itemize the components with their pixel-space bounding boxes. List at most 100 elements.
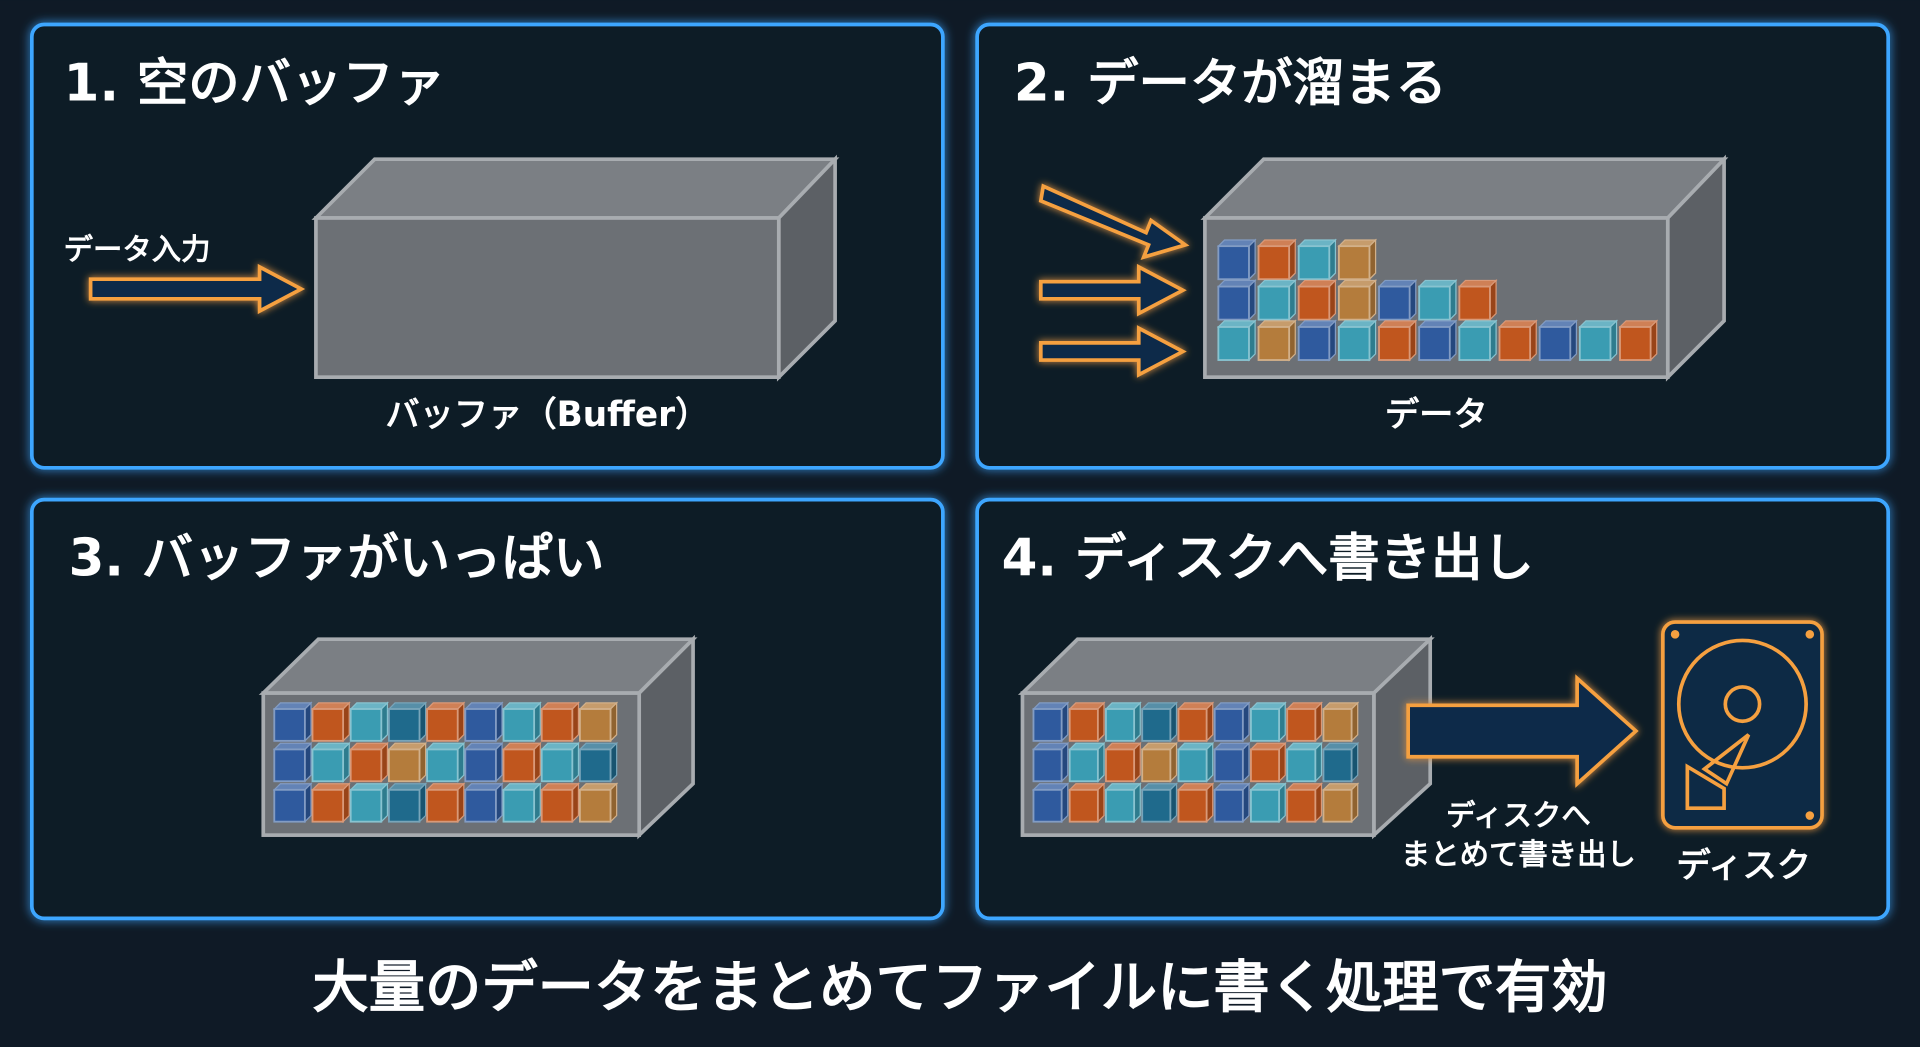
buffer-label: バッファ（Buffer） [385,395,709,435]
buffer-box [258,634,698,840]
data-blocks [1216,238,1659,362]
data-block [1538,319,1578,362]
data-block [578,701,619,743]
data-block [1068,701,1106,743]
data-block [387,782,428,824]
data-block [311,741,351,783]
footer-caption: 大量のデータをまとめてファイルに書く処理で有効 [312,956,1607,1021]
data-block [540,741,580,783]
panel-buffer-full: 3. バッファがいっぱい [30,497,945,921]
disk-label: ディスク [1676,846,1811,886]
data-block [1140,701,1178,743]
panel-title: 2. データが溜まる [1014,53,1447,113]
data-block [349,782,389,824]
data-block [425,782,466,824]
data-block [1457,278,1498,322]
data-block [1321,741,1360,783]
data-block [578,782,619,824]
data-block [1257,278,1297,322]
data-block [502,701,542,743]
write-arrow-icon [1406,674,1639,788]
data-block [1031,741,1070,783]
data-block [1377,319,1418,362]
data-block [540,701,580,743]
data-block [1249,741,1287,783]
arrow-label-line1: ディスクへ [1446,798,1591,832]
data-block [1285,741,1323,783]
data-block [1498,319,1538,362]
data-blocks [272,701,619,824]
data-block [272,741,313,783]
data-block [1377,278,1418,322]
data-block [1337,238,1378,281]
data-block [1176,701,1215,743]
buffer-box [1200,154,1729,382]
data-block [1417,278,1458,322]
input-label: データ入力 [64,233,211,267]
panel-empty-buffer: 1. 空のバッファ データ入力 バッファ（Buffer） [30,22,945,470]
data-block [1249,782,1287,824]
data-block [540,782,580,824]
data-block [1176,741,1215,783]
data-block [1140,782,1178,824]
data-block [1249,701,1287,743]
panel-title: 1. 空のバッファ [64,53,446,113]
data-block [1104,701,1142,743]
data-block [1104,741,1142,783]
data-block [1297,238,1337,281]
data-block [272,701,313,743]
panel-data-accumulating: 2. データが溜まる データ [975,22,1890,470]
data-block [1417,319,1458,362]
data-block [463,701,504,743]
data-block [1216,319,1257,362]
data-block [1216,278,1257,322]
data-block [1213,741,1251,783]
data-block [1321,701,1360,743]
data-block [463,782,504,824]
data-block [463,741,504,783]
data-block [1213,782,1251,824]
data-block [1140,741,1178,783]
data-block [1297,319,1337,362]
data-block [311,701,351,743]
data-block [1176,782,1215,824]
input-arrow-icon [88,263,306,315]
data-block [1068,782,1106,824]
data-block [578,741,619,783]
data-block [1285,782,1323,824]
data-block [272,782,313,824]
panel-write-to-disk: 4. ディスクへ書き出し ディスクへ まとめて書き出し ディスク [975,497,1890,921]
data-block [1031,782,1070,824]
data-block [349,701,389,743]
data-block [1031,701,1070,743]
buffer-box [311,154,840,382]
data-block [387,701,428,743]
data-block [387,741,428,783]
panel-title: 4. ディスクへ書き出し [1002,529,1534,589]
data-block [1297,278,1337,322]
data-block [311,782,351,824]
data-block [1068,741,1106,783]
data-block [349,741,389,783]
data-block [502,782,542,824]
data-block [1257,238,1297,281]
arrow-label-line2: まとめて書き出し [1401,838,1636,872]
data-block [425,741,466,783]
data-block [502,741,542,783]
data-block [1337,278,1378,322]
data-block [1618,319,1659,362]
data-block [1457,319,1498,362]
data-block [1337,319,1378,362]
data-block [1257,319,1297,362]
input-arrow-icon [1038,183,1190,261]
data-blocks [1031,701,1360,824]
input-arrow-icon [1038,263,1187,317]
data-block [1104,782,1142,824]
hard-disk-icon [1661,620,1824,830]
input-arrow-icon [1038,325,1187,378]
data-block [1578,319,1619,362]
buffer-box [1017,634,1435,840]
data-block [1285,701,1323,743]
panel-title: 3. バッファがいっぱい [69,529,605,589]
